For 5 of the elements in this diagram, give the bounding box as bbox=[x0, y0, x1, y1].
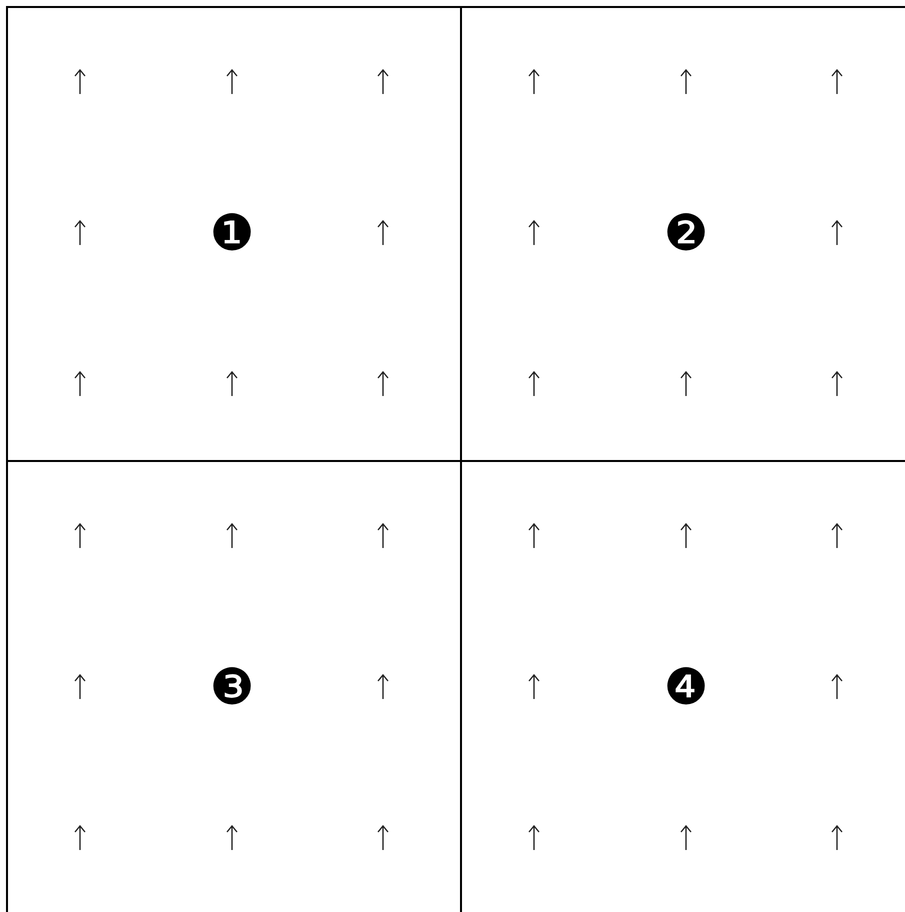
callout-number: ❶ bbox=[210, 208, 254, 258]
callout-number: ❹ bbox=[664, 662, 708, 712]
callout-number: ❷ bbox=[664, 208, 708, 258]
quadrant-panel bbox=[460, 460, 905, 912]
callout-number: ❸ bbox=[210, 662, 254, 712]
